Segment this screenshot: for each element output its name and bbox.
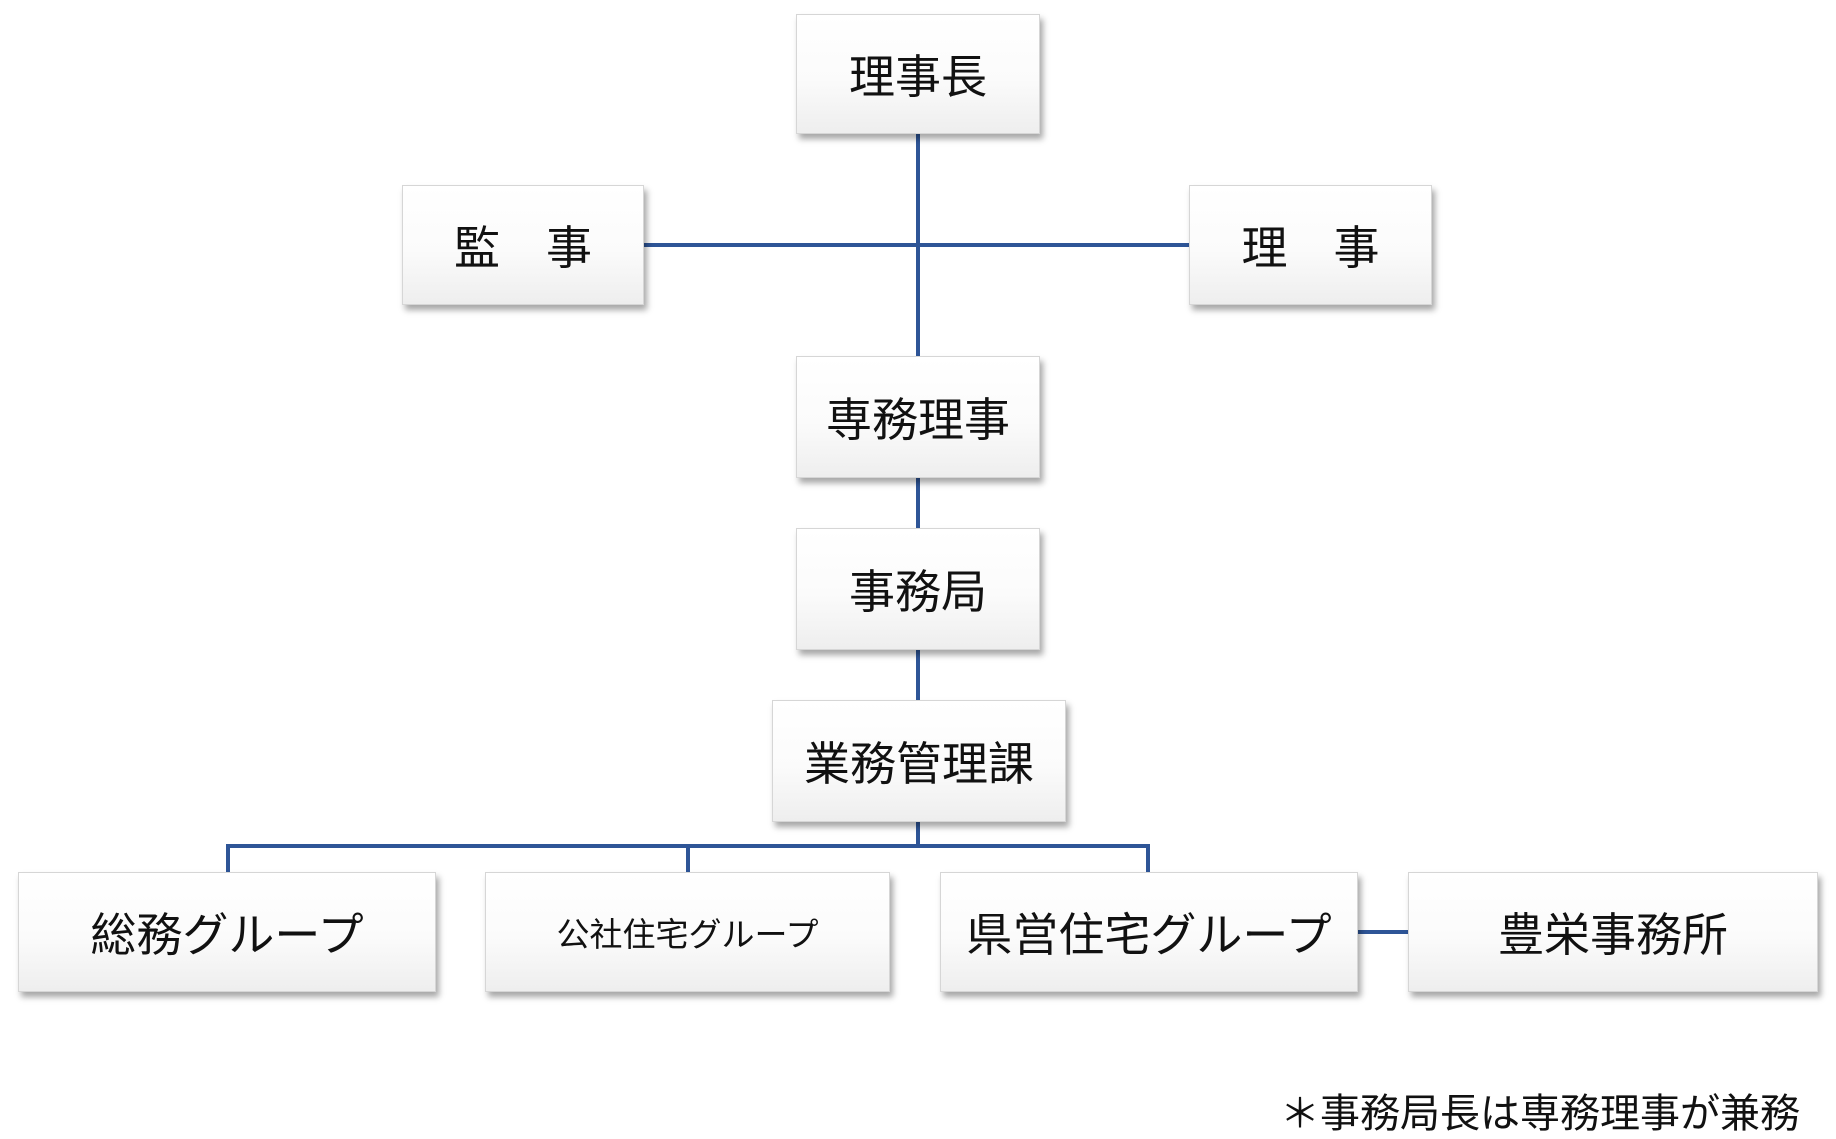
node-secretariat-label: 事務局 (849, 565, 987, 619)
node-general-affairs-group: 総務グループ (18, 872, 436, 992)
node-director: 理 事 (1189, 185, 1432, 305)
node-secretariat: 事務局 (796, 528, 1040, 650)
node-public-housing-group-label: 公社住宅グループ (556, 915, 819, 954)
node-auditor: 監 事 (402, 185, 644, 305)
node-public-housing-group: 公社住宅グループ (485, 872, 890, 992)
node-prefectural-housing-group-label: 県営住宅グループ (966, 908, 1332, 962)
footnote: ＊事務局長は専務理事が兼務 (1280, 1091, 1800, 1137)
node-director-label: 理 事 (1241, 221, 1380, 275)
node-executive-director-label: 専務理事 (826, 393, 1010, 447)
node-chairman: 理事長 (796, 14, 1040, 134)
node-chairman-label: 理事長 (849, 50, 987, 104)
node-hoei-office-label: 豊栄事務所 (1498, 908, 1728, 962)
node-executive-director: 専務理事 (796, 356, 1040, 478)
node-hoei-office: 豊栄事務所 (1408, 872, 1818, 992)
node-auditor-label: 監 事 (454, 221, 592, 275)
node-business-management-label: 業務管理課 (804, 737, 1034, 791)
node-prefectural-housing-group: 県営住宅グループ (940, 872, 1358, 992)
node-business-management: 業務管理課 (772, 700, 1066, 822)
node-general-affairs-group-label: 総務グループ (90, 908, 364, 962)
